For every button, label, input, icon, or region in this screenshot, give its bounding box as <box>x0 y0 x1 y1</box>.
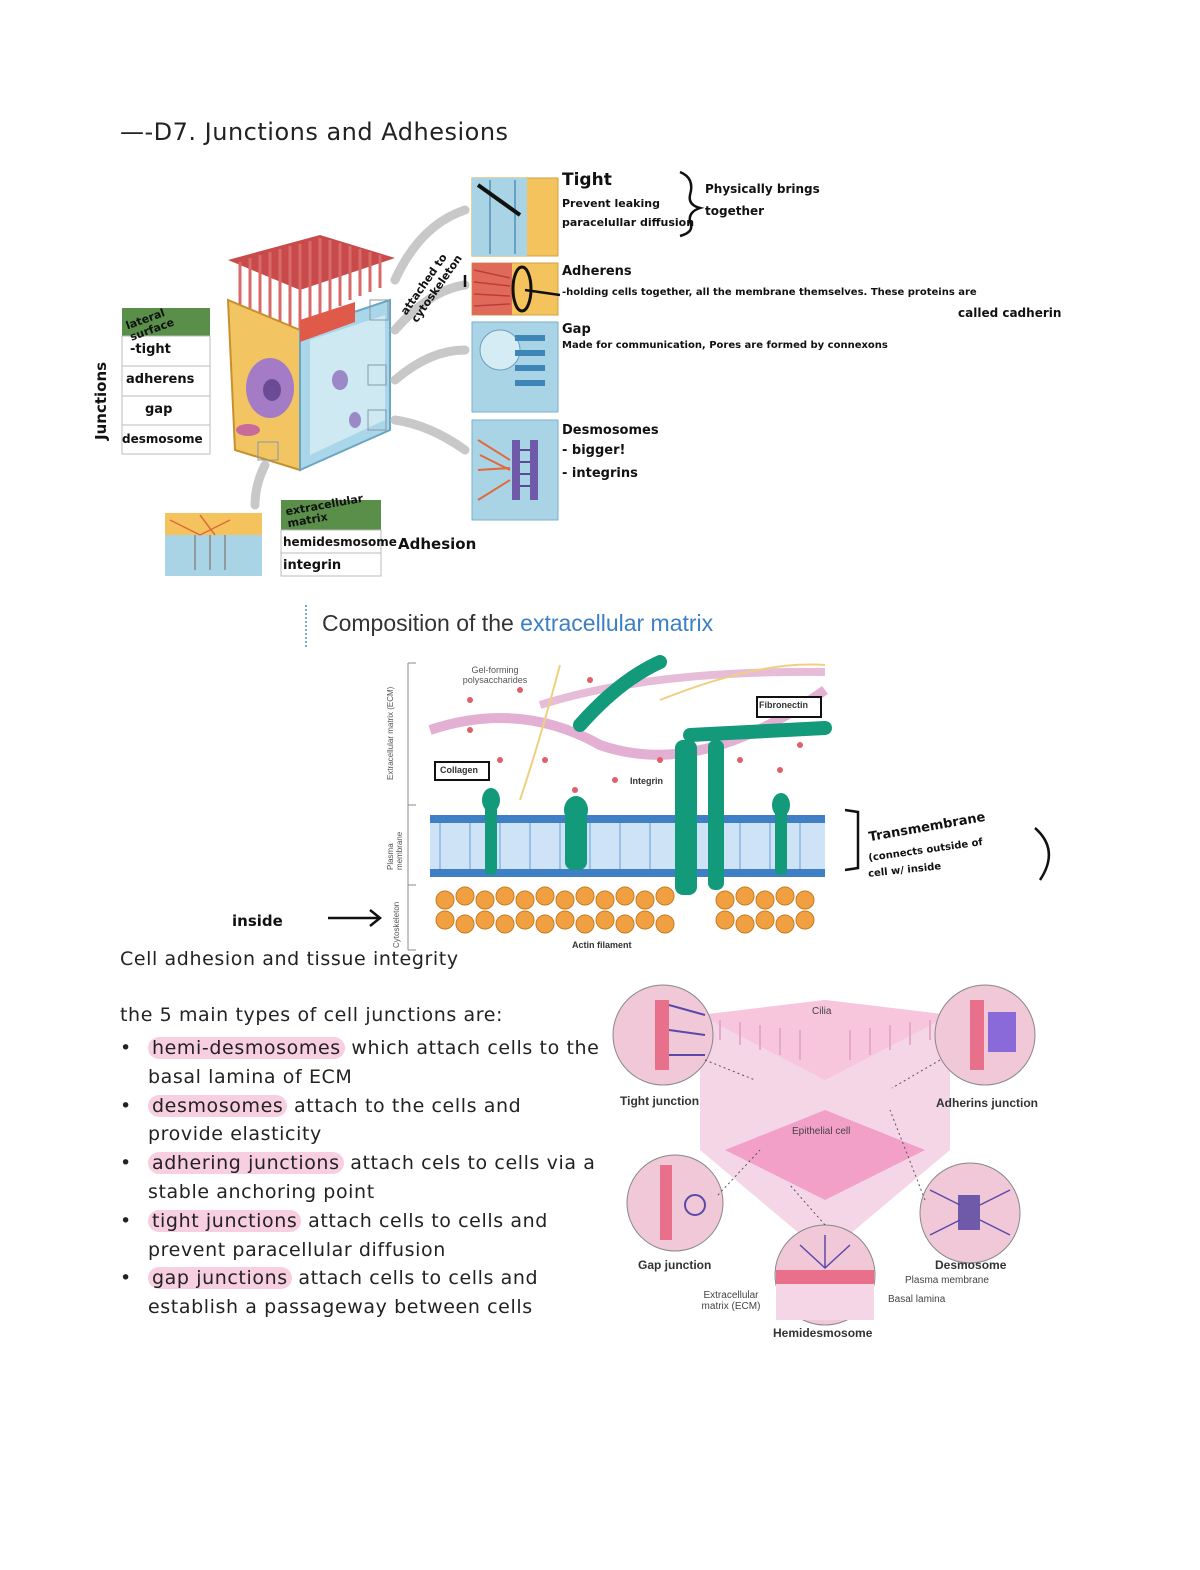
ecm-composition-figure <box>407 655 832 951</box>
list-desc: attach cels to cells via a stable anchor… <box>148 1152 596 1203</box>
junctions-side-label: Junctions <box>92 361 110 440</box>
junction-list: hemi-desmosomes which attach cells to th… <box>120 1034 600 1322</box>
desmo-note-line2: - integrins <box>562 466 638 481</box>
adherens-note-line1: -holding cells together, all the membran… <box>562 287 977 298</box>
handwritten-marks <box>328 170 1050 927</box>
list-term: gap junctions <box>148 1267 292 1290</box>
list-term: adhering junctions <box>148 1152 344 1175</box>
junction-row-gap: gap <box>145 402 173 417</box>
label-tight-junction: Tight junction <box>620 1094 700 1108</box>
connector-arrows <box>250 205 470 510</box>
list-desc: attach cells to cells and prevent parace… <box>148 1209 548 1261</box>
list-item: gap junctions attach cells to cells and … <box>120 1264 600 1322</box>
page-title: —-D7. Junctions and Adhesions <box>120 118 509 146</box>
desmo-note-title: Desmosomes <box>562 423 659 438</box>
label-integrin: Integrin <box>630 776 663 786</box>
ecm-title-prefix: Composition of the <box>322 610 521 636</box>
adhesion-note: Adhesion <box>398 535 477 553</box>
label-basal-lamina: Basal lamina <box>888 1294 946 1305</box>
list-desc: attach to the cells and provide elastici… <box>148 1094 522 1146</box>
epithelial-block-illustration <box>226 235 395 472</box>
adherens-note-title: Adherens <box>562 264 632 279</box>
list-item: hemi-desmosomes which attach cells to th… <box>120 1034 600 1092</box>
tight-note-line1: Prevent leaking <box>562 197 660 210</box>
ecm-small-illustration <box>165 513 262 576</box>
list-desc: which attach cells to the basal lamina o… <box>148 1037 600 1088</box>
tight-note-line2: paracelullar diffusion <box>562 216 695 229</box>
label-hemidesmosome: Hemidesmosome <box>773 1326 873 1340</box>
adherens-note-line2: called cadherin <box>958 306 1062 320</box>
label-gap-junction: Gap junction <box>638 1258 712 1272</box>
physically-note: Physically brings together <box>705 182 820 218</box>
ecm-table <box>280 500 382 577</box>
junction-row-adherens: adherens <box>126 372 195 387</box>
list-term: hemi-desmosomes <box>148 1037 345 1059</box>
junction-panels <box>471 177 559 521</box>
label-desmosome: Desmosome <box>935 1258 1007 1272</box>
gap-note-title: Gap <box>562 322 591 337</box>
junction-row-desmosome: desmosome <box>122 432 203 446</box>
gap-note-line1: Made for communication, Pores are formed… <box>562 340 888 351</box>
inside-note: inside <box>232 912 283 930</box>
junction-row-tight: -tight <box>130 342 171 357</box>
label-adherins-junction: Adherins junction <box>936 1096 1038 1110</box>
label-ecm-side: Extracellular matrix (ECM) <box>386 686 395 780</box>
ecm-title-highlight: extracellular matrix <box>520 610 714 636</box>
section-divider <box>305 605 307 647</box>
list-intro: the 5 main types of cell junctions are: <box>120 1004 503 1026</box>
label-plasma-membrane-side: Plasma membrane <box>386 831 404 870</box>
list-desc: attach cells to cells and establish a pa… <box>148 1267 539 1319</box>
label-epithelial-cell: Epithelial cell <box>792 1126 851 1137</box>
label-fibronectin: Fibronectin <box>759 700 808 710</box>
subtitle: Cell adhesion and tissue integrity <box>120 948 459 970</box>
list-term: desmosomes <box>148 1094 288 1117</box>
label-actin-filament: Actin filament <box>572 940 632 950</box>
list-item: adhering junctions attach cels to cells … <box>120 1149 600 1207</box>
label-plasma-membrane: Plasma membrane <box>905 1275 989 1286</box>
ecm-row-integrin: integrin <box>283 558 342 573</box>
label-gel-polysaccharides: Gel-forming polysaccharides <box>462 665 528 685</box>
label-cilia: Cilia <box>812 1006 832 1017</box>
label-collagen: Collagen <box>440 765 479 775</box>
list-item: tight junctions attach cells to cells an… <box>120 1207 600 1265</box>
ecm-row-hemidesmosome: hemidesmosome <box>283 535 397 549</box>
epithelial-junction-figure <box>612 984 1036 1326</box>
desmo-note-line1: - bigger! <box>562 443 626 458</box>
list-item: desmosomes attach to the cells and provi… <box>120 1092 600 1150</box>
label-ecm: Extracellular matrix (ECM) <box>701 1290 761 1312</box>
label-cytoskeleton-side: Cytoskeleton <box>392 901 401 948</box>
list-term: tight junctions <box>148 1209 302 1232</box>
junction-table <box>121 308 211 455</box>
tight-note-title: Tight <box>562 170 612 190</box>
ecm-section-title: Composition of the extracellular matrix <box>322 610 713 637</box>
